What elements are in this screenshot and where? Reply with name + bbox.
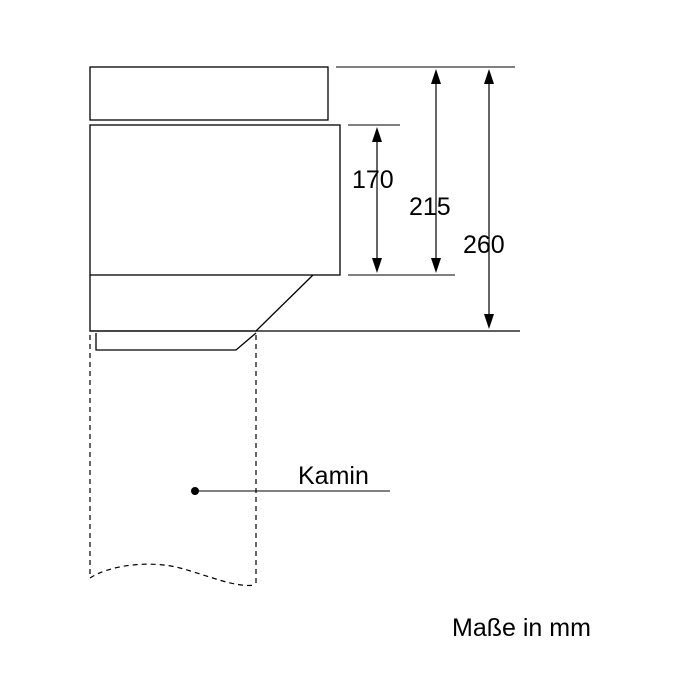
inner-flange [95,332,257,351]
dim-label-260: 260 [463,231,505,259]
chimney-bottom-wave [89,563,257,587]
kamin-label: Kamin [298,462,369,490]
lower-taper [89,274,314,332]
units-note: Maße in mm [452,614,591,642]
top-box [89,66,329,121]
dimension-170 [372,127,382,273]
dim-label-170: 170 [352,166,394,194]
dimension-260 [484,69,494,329]
dim-label-215: 215 [409,193,451,221]
main-body [89,124,341,276]
dimension-215 [431,69,441,273]
